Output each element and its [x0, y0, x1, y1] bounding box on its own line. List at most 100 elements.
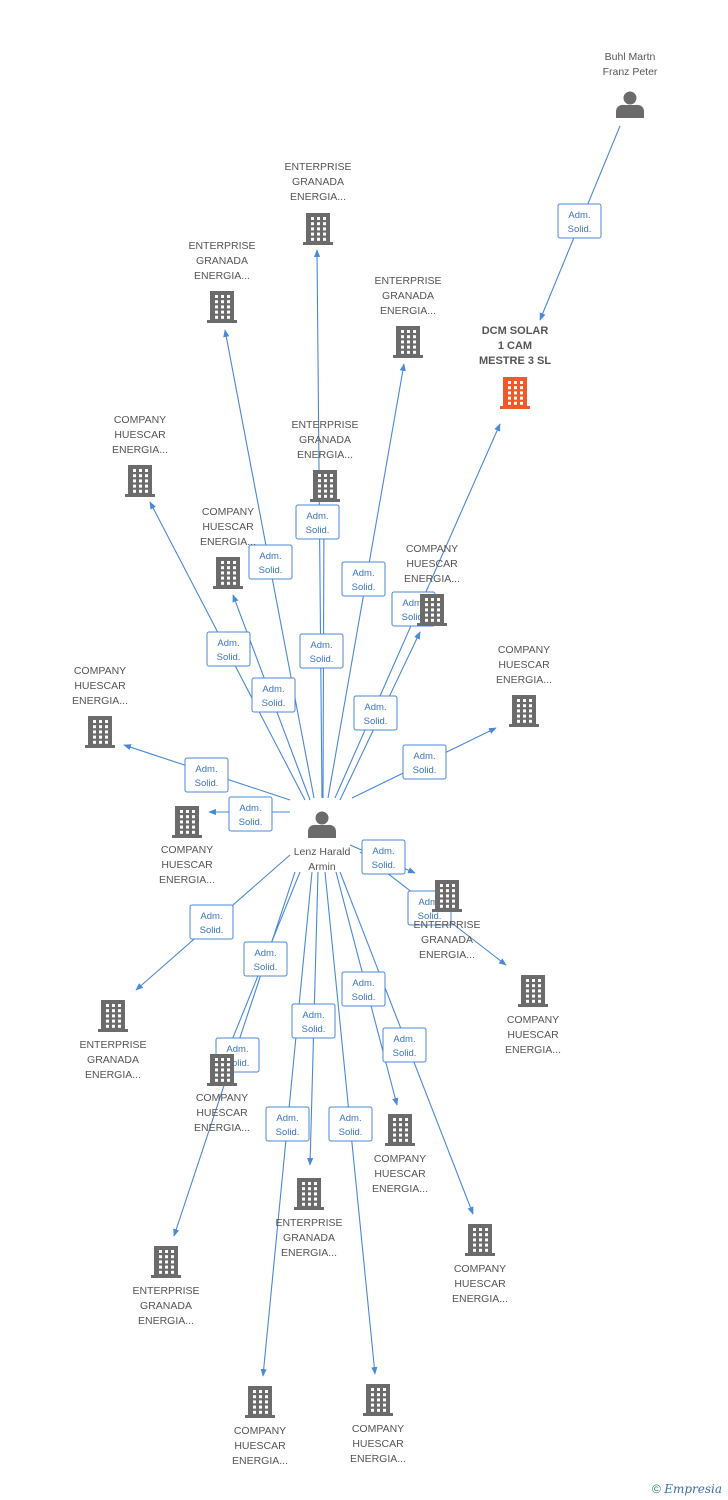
building-icon	[500, 377, 530, 409]
building-icon	[310, 470, 340, 502]
edge-label-lenz-c5[interactable]: Adm.Solid.	[299, 633, 344, 669]
edge-label-lenz-c13[interactable]: Adm.Solid.	[189, 904, 234, 940]
node-label: ENERGIA...	[505, 1044, 561, 1056]
node-label: GRANADA	[299, 434, 351, 446]
building-icon	[294, 1178, 324, 1210]
node-c3[interactable]: ENTERPRISEGRANADAENERGIA...	[374, 275, 442, 358]
edge-label-text: Solid.	[402, 612, 426, 623]
edge-label-text: Adm.	[259, 551, 281, 562]
person-icon	[308, 811, 336, 838]
node-label: GRANADA	[421, 934, 473, 946]
node-c4[interactable]: COMPANYHUESCARENERGIA...	[112, 414, 168, 497]
edge-label-text: Solid.	[393, 1048, 417, 1059]
copyright-icon: ©	[652, 1482, 661, 1496]
node-label: ENTERPRISE	[132, 1285, 199, 1297]
edge-label-lenz-c7[interactable]: Adm.Solid.	[353, 695, 398, 731]
brand-logo[interactable]: Empresia	[664, 1482, 722, 1496]
node-label: COMPANY	[498, 644, 550, 656]
node-label: ENERGIA...	[85, 1069, 141, 1081]
edge-label-text: Solid.	[568, 224, 592, 235]
edge-label-lenz-c17[interactable]: Adm.Solid.	[341, 971, 386, 1007]
building-icon	[151, 1246, 181, 1278]
edge-label-text: Adm.	[217, 638, 239, 649]
edge-label-text: Solid.	[276, 1127, 300, 1138]
edge-label-text: Solid.	[259, 565, 283, 576]
edge-label-text: Adm.	[339, 1113, 361, 1124]
edge-label-lenz-c15[interactable]: Adm.Solid.	[382, 1027, 427, 1063]
edge-label-text: Adm.	[302, 1010, 324, 1021]
node-label: HUESCAR	[74, 680, 126, 692]
edge-label-lenz-c6[interactable]: Adm.Solid.	[251, 677, 296, 713]
edge-label-lenz-c16[interactable]: Adm.Solid.	[291, 1003, 336, 1039]
edge-label-text: Solid.	[372, 860, 396, 871]
node-label: Lenz Harald	[294, 846, 351, 858]
node-label: ENERGIA...	[281, 1247, 337, 1259]
node-label: HUESCAR	[406, 558, 458, 570]
node-label: ENTERPRISE	[79, 1039, 146, 1051]
node-c17[interactable]: COMPANYHUESCARENERGIA...	[452, 1224, 508, 1305]
node-c14[interactable]: COMPANYHUESCARENERGIA...	[194, 1054, 250, 1134]
edge-label-lenz-c14[interactable]: Adm.Solid.	[243, 941, 288, 977]
node-c16[interactable]: ENTERPRISE GRANADA ENERGIA...	[275, 1178, 343, 1259]
building-icon	[385, 1114, 415, 1146]
building-icon	[432, 880, 462, 912]
edge-label-lenz-c4[interactable]: Adm.Solid.	[206, 631, 251, 667]
edge-label-lenz-c11[interactable]: Adm.Solid.	[361, 839, 406, 875]
node-c20[interactable]: COMPANYHUESCARENERGIA...	[350, 1384, 406, 1465]
node-label: ENERGIA...	[404, 573, 460, 585]
node-c19[interactable]: COMPANYHUESCARENERGIA...	[232, 1386, 288, 1467]
edge-label-text: Solid.	[418, 911, 442, 922]
node-c10[interactable]: COMPANYHUESCARENERGIA...	[159, 806, 215, 886]
node-label: ENERGIA...	[232, 1455, 288, 1467]
node-c12[interactable]: COMPANYHUESCARENERGIA...	[505, 975, 561, 1056]
node-label: COMPANY	[454, 1263, 506, 1275]
edge-label-lenz-c3[interactable]: Adm.Solid.	[341, 561, 386, 597]
edge-label-lenz-c20[interactable]: Adm.Solid.	[328, 1106, 373, 1142]
node-c18[interactable]: ENTERPRISEGRANADAENERGIA...	[132, 1246, 200, 1327]
edge-label-text: Solid.	[352, 582, 376, 593]
node-c8[interactable]: COMPANYHUESCARENERGIA...	[496, 644, 552, 727]
edge-label-lenz-c2[interactable]: Adm. Solid.	[248, 544, 293, 580]
node-c6[interactable]: COMPANYHUESCARENERGIA...	[200, 506, 256, 589]
node-label: COMPANY	[114, 414, 166, 426]
node-label: ENTERPRISE	[413, 919, 480, 931]
edge-label-text: Adm.	[310, 640, 332, 651]
node-label: ENTERPRISE	[275, 1217, 342, 1229]
node-c7[interactable]: COMPANYHUESCARENERGIA...	[404, 543, 460, 626]
edge-label-text: Solid.	[200, 925, 224, 936]
watermark: © Empresia	[652, 1482, 722, 1496]
node-label: GRANADA	[140, 1300, 192, 1312]
edge-label-text: Adm.	[402, 598, 424, 609]
node-c1[interactable]: ENTERPRISEGRANADAENERGIA...	[284, 161, 352, 245]
node-label: COMPANY	[161, 844, 213, 856]
node-label: ENERGIA...	[452, 1293, 508, 1305]
node-c5[interactable]: ENTERPRISEGRANADAENERGIA...	[291, 419, 359, 502]
edge-label-text: Solid.	[195, 778, 219, 789]
building-icon	[125, 465, 155, 497]
edge-label-text: Adm.	[239, 803, 261, 814]
node-c9[interactable]: COMPANYHUESCARENERGIA...	[72, 665, 128, 748]
building-icon	[213, 557, 243, 589]
node-c13[interactable]: ENTERPRISEGRANADAENERGIA...	[79, 1000, 147, 1081]
edge-label-lenz-c1[interactable]: Adm.Solid.	[295, 504, 340, 540]
node-label: COMPANY	[234, 1425, 286, 1437]
node-c11[interactable]: ENTERPRISE GRANADA ENERGIA...	[413, 880, 481, 961]
building-icon	[393, 326, 423, 358]
node-label: ENERGIA...	[496, 674, 552, 686]
edge-label-lenz-c19[interactable]: Adm.Solid.	[265, 1106, 310, 1142]
node-c2[interactable]: ENTERPRISEGRANADAENERGIA...	[188, 240, 256, 323]
edge-label-lenz-c9[interactable]: Adm.Solid.	[184, 757, 229, 793]
edge-label-text: Adm.	[262, 684, 284, 695]
node-label: ENERGIA...	[194, 1122, 250, 1134]
edge-label-text: Solid.	[364, 716, 388, 727]
node-label: ENERGIA...	[419, 949, 475, 961]
edge-label-buhl-dcm[interactable]: Adm.Solid.	[557, 203, 602, 239]
node-c15[interactable]: COMPANYHUESCARENERGIA...	[372, 1114, 428, 1195]
node-label: GRANADA	[283, 1232, 335, 1244]
edge-label-lenz-c10[interactable]: Adm.Solid.	[228, 796, 273, 832]
edge-label-lenz-c8[interactable]: Adm.Solid.	[402, 744, 447, 780]
